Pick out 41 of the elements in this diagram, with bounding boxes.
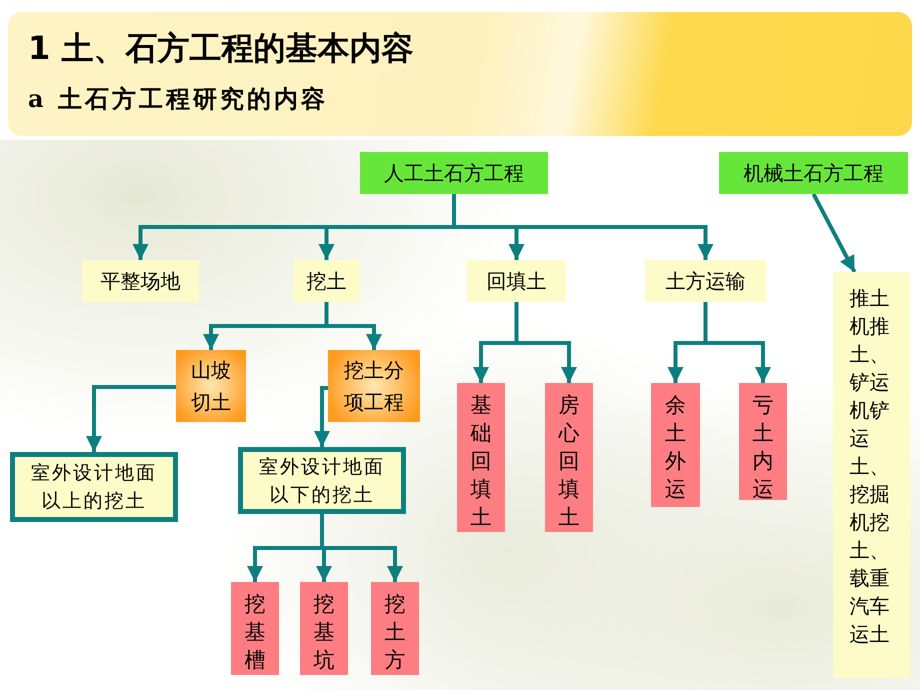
subcategory-box xyxy=(328,350,420,422)
item-box xyxy=(231,582,279,675)
node-label: 挖基坑 xyxy=(314,591,334,674)
node-label: 室外设计地面以上的挖土 xyxy=(30,461,158,514)
subtitle: a 土石方工程研究的内容 xyxy=(28,83,328,115)
node-label: 挖基槽 xyxy=(244,591,266,674)
process-box xyxy=(467,260,566,302)
item-box xyxy=(651,383,700,507)
process-box xyxy=(645,260,766,302)
category-box xyxy=(719,152,908,194)
node-label: 挖土 xyxy=(306,268,346,295)
connector-arrow xyxy=(812,193,856,273)
list-box xyxy=(833,272,910,678)
item-box xyxy=(371,582,419,675)
framed-box xyxy=(238,447,406,514)
node-label: 房心回填土 xyxy=(558,392,580,531)
node-label: 机械土石方工程 xyxy=(744,160,884,187)
framed-box xyxy=(10,452,178,522)
item-box xyxy=(739,383,787,500)
node-label: 亏土内运 xyxy=(752,392,774,500)
node-label: 回填土 xyxy=(486,268,546,295)
node-label: 室外设计地面以下的挖土 xyxy=(258,454,386,508)
node-label: 挖土方 xyxy=(384,591,406,674)
item-box xyxy=(545,383,593,532)
item-box xyxy=(300,582,348,675)
node-label: 平整场地 xyxy=(100,268,180,295)
connector-arrow xyxy=(86,385,176,452)
item-box xyxy=(457,383,505,532)
subcategory-box xyxy=(176,350,246,422)
process-box xyxy=(82,260,199,302)
connector-arrow xyxy=(314,386,330,447)
node-label: 推土机推土、铲运机铲运土、挖掘机挖土、载重汽车运土 xyxy=(850,285,890,648)
process-box xyxy=(293,260,360,302)
node-label: 余土外运 xyxy=(665,392,686,503)
node-label: 人工土石方工程 xyxy=(384,160,524,187)
category-box xyxy=(360,152,548,194)
node-label: 基础回填土 xyxy=(470,392,492,531)
node-label: 土方运输 xyxy=(666,268,746,295)
title: 1 土、石方工程的基本内容 xyxy=(28,28,414,69)
node-label: 山坡切土 xyxy=(190,357,232,416)
node-label: 挖土分项工程 xyxy=(343,357,405,416)
